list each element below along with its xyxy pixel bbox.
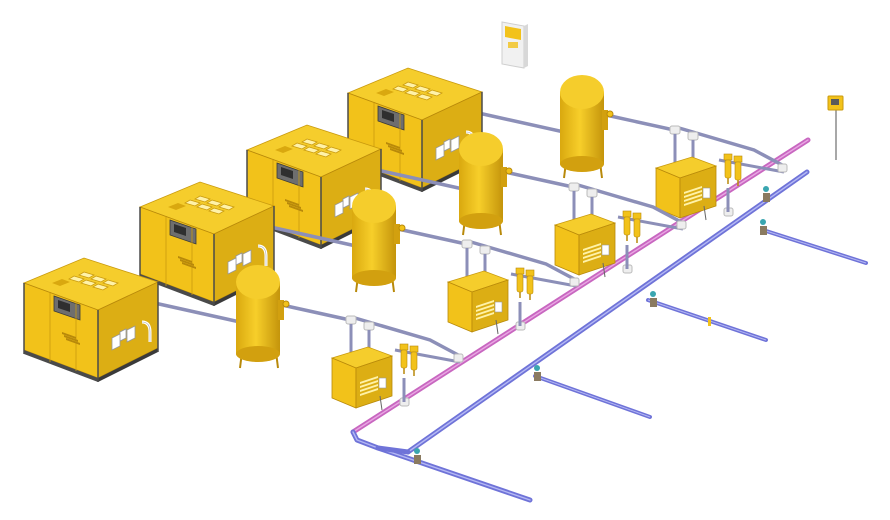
main-header-magenta: [350, 137, 811, 435]
flow-sensor-icon: [760, 219, 767, 235]
air-receiver-tank-icon: [352, 189, 406, 293]
inline-filter-icon: [617, 210, 687, 274]
air-receiver-tank-icon: [236, 265, 290, 369]
refrigerated-dryer-icon: [330, 346, 394, 411]
compressor-train: [138, 181, 580, 335]
flow-sensors: [414, 186, 770, 464]
branch-pipe-2: [646, 298, 768, 342]
branch-pipe-1: [761, 228, 868, 265]
flow-sensor-icon: [763, 186, 770, 202]
air-compressor-icon: [22, 257, 160, 382]
inline-filter-icon: [394, 343, 464, 407]
gauge-icon: [708, 317, 711, 326]
flow-sensor-icon: [534, 365, 541, 381]
main-header-blue: [405, 169, 810, 455]
branch-pipe-3: [533, 374, 652, 419]
refrigerated-dryer-icon: [654, 156, 718, 221]
flow-sensor-icon: [414, 448, 421, 464]
air-receiver-tank-icon: [459, 132, 513, 236]
control-panel-icon: [501, 21, 528, 69]
inline-filter-icon: [510, 267, 580, 331]
wall-controller: [827, 95, 844, 160]
valve-assembly: [345, 315, 375, 358]
compressor-train: [22, 257, 464, 411]
inline-filter-icon: [718, 153, 788, 217]
flow-sensor-icon: [650, 291, 657, 307]
refrigerated-dryer-icon: [553, 213, 617, 278]
refrigerated-dryer-icon: [446, 270, 510, 335]
main-loop-pipe: [350, 429, 533, 503]
air-receiver-tank-icon: [560, 75, 614, 179]
branch-pipes: [533, 228, 868, 419]
